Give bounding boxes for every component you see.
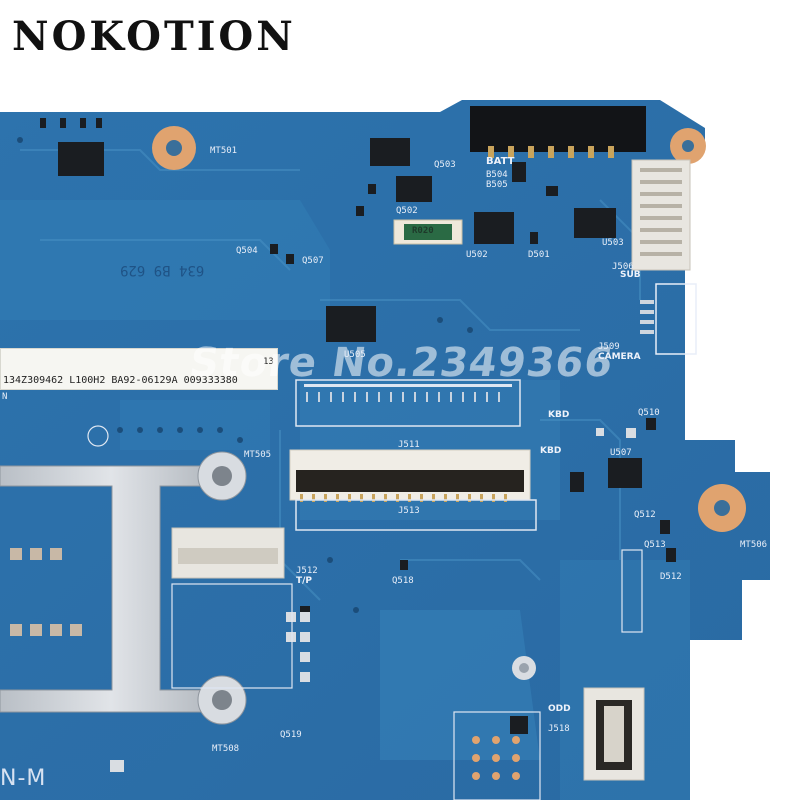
label-r020: R020 — [412, 226, 434, 236]
label-mt501: MT501 — [210, 146, 238, 156]
label-d501: D501 — [528, 250, 550, 260]
label-j512: J512 — [296, 566, 318, 576]
label-edge: N-M — [0, 766, 47, 791]
sticker-serial: 134Z309462 L100H2 BA92-06129A 009333380 — [3, 375, 238, 386]
label-q513: Q513 — [644, 540, 666, 550]
brand-logo: NOKOTION — [12, 13, 296, 60]
label-q504: Q504 — [236, 246, 258, 256]
label-camera: CAMERA — [598, 352, 641, 362]
label-kbd-lower: KBD — [540, 446, 562, 456]
label-mt508: MT508 — [212, 744, 240, 754]
label-u505: U505 — [344, 350, 366, 360]
sticker-prefix: N — [2, 392, 8, 402]
label-mt506: MT506 — [740, 540, 768, 550]
label-kbd-upper: KBD — [548, 410, 570, 420]
serial-sticker: 13 134Z309462 L100H2 BA92-06129A 0093333… — [0, 348, 278, 390]
label-b504: B504 — [486, 170, 508, 180]
label-board-code: 634 B9 629 — [120, 262, 205, 278]
label-q512: Q512 — [634, 510, 656, 520]
sticker-tag: 13 — [263, 357, 274, 367]
store-watermark: Store No.2349366 — [186, 340, 617, 386]
label-q502: Q502 — [396, 206, 418, 216]
label-q518: Q518 — [392, 576, 414, 586]
battery-connector — [470, 106, 646, 152]
ic-chips — [58, 138, 642, 492]
label-u502: U502 — [466, 250, 488, 260]
label-j509: J509 — [598, 342, 620, 352]
label-q507: Q507 — [302, 256, 324, 266]
label-j518: J518 — [548, 724, 570, 734]
label-sub: SUB — [620, 270, 641, 280]
label-tp: T/P — [296, 576, 313, 586]
label-j506: J506 — [612, 262, 634, 272]
label-d512: D512 — [660, 572, 682, 582]
sub-connector — [631, 159, 691, 271]
label-odd: ODD — [548, 704, 571, 714]
label-j513: J513 — [398, 506, 420, 516]
label-mt505: MT505 — [244, 450, 272, 460]
label-b505: B505 — [486, 180, 508, 190]
label-u503: U503 — [602, 238, 624, 248]
label-j511: J511 — [398, 440, 420, 450]
camera-connector — [655, 283, 697, 355]
label-q519: Q519 — [280, 730, 302, 740]
label-q510: Q510 — [638, 408, 660, 418]
kbd-connector-j511 — [295, 379, 521, 427]
label-q503: Q503 — [434, 160, 456, 170]
label-u507: U507 — [610, 448, 632, 458]
label-batt: BATT — [486, 156, 515, 167]
